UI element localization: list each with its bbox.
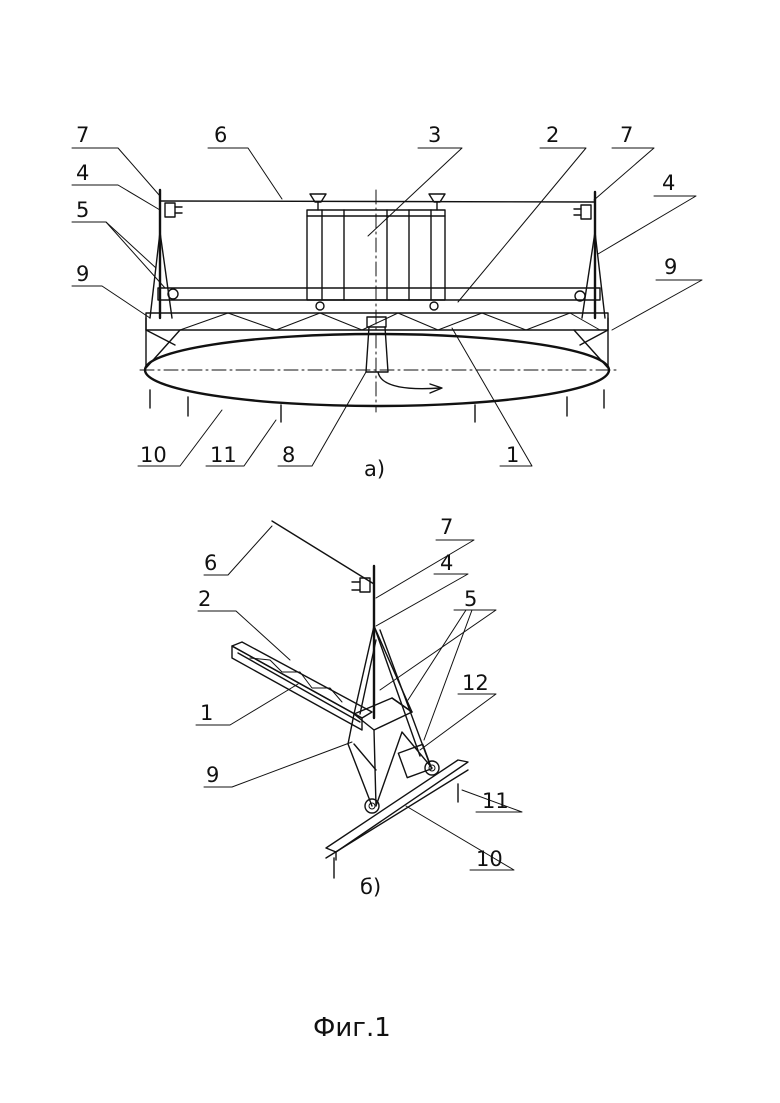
callout-6: 6 <box>214 123 227 147</box>
figure-a-view: 7 4 5 9 6 3 2 7 4 9 10 11 8 1 а) <box>72 123 702 481</box>
callout-4-left: 4 <box>76 161 89 185</box>
leaders-b <box>196 526 522 870</box>
brace-5-right <box>582 232 605 318</box>
callout-b-6: 6 <box>204 551 217 575</box>
callout-1: 1 <box>506 443 519 467</box>
callout-b-7: 7 <box>440 515 453 539</box>
callout-4-right: 4 <box>662 171 675 195</box>
callout-5-left: 5 <box>76 198 89 222</box>
rail-2 <box>158 288 600 300</box>
pivot-left <box>168 289 178 299</box>
figure-b-sublabel: б) <box>360 875 381 899</box>
callout-b-10: 10 <box>476 847 503 871</box>
figure-a-sublabel: а) <box>364 457 385 481</box>
truss-lattice <box>180 313 600 330</box>
track-10-b <box>326 760 468 852</box>
callout-b-11: 11 <box>482 789 509 813</box>
callout-11: 11 <box>210 443 237 467</box>
callout-10: 10 <box>140 443 167 467</box>
frame-9-right-diag <box>580 330 608 345</box>
carriage-roller-right <box>429 194 445 202</box>
track-10-b-lip <box>326 770 468 858</box>
callout-9-right: 9 <box>664 255 677 279</box>
rotation-arrow <box>378 372 440 389</box>
truss-1-b <box>232 642 372 718</box>
cable-6 <box>160 201 595 202</box>
callout-3: 3 <box>428 123 441 147</box>
figure-b-view: 7 6 4 5 2 12 1 9 11 10 б) <box>196 515 522 899</box>
callout-b-4: 4 <box>440 551 453 575</box>
callout-b-1: 1 <box>200 701 213 725</box>
frame-9-left-diag <box>146 330 175 345</box>
callout-b-2: 2 <box>198 587 211 611</box>
callout-b-12: 12 <box>462 671 489 695</box>
callout-2: 2 <box>546 123 559 147</box>
figure-caption: Фиг.1 <box>313 1013 391 1043</box>
callout-b-5: 5 <box>464 587 477 611</box>
callout-8: 8 <box>282 443 295 467</box>
brace-5-b2 <box>374 626 420 756</box>
callout-b-9: 9 <box>206 763 219 787</box>
truss-1-b-lattice <box>250 658 342 702</box>
wheel-left <box>316 302 324 310</box>
mast-head-right <box>581 205 591 219</box>
rail-2-b <box>238 653 360 722</box>
wheel-right <box>430 302 438 310</box>
mast-head-left <box>165 203 175 217</box>
cable-6-b <box>272 521 374 584</box>
callout-9-left: 9 <box>76 262 89 286</box>
callout-7-right: 7 <box>620 123 633 147</box>
leaders-a <box>72 148 702 466</box>
callout-7-left: 7 <box>76 123 89 147</box>
